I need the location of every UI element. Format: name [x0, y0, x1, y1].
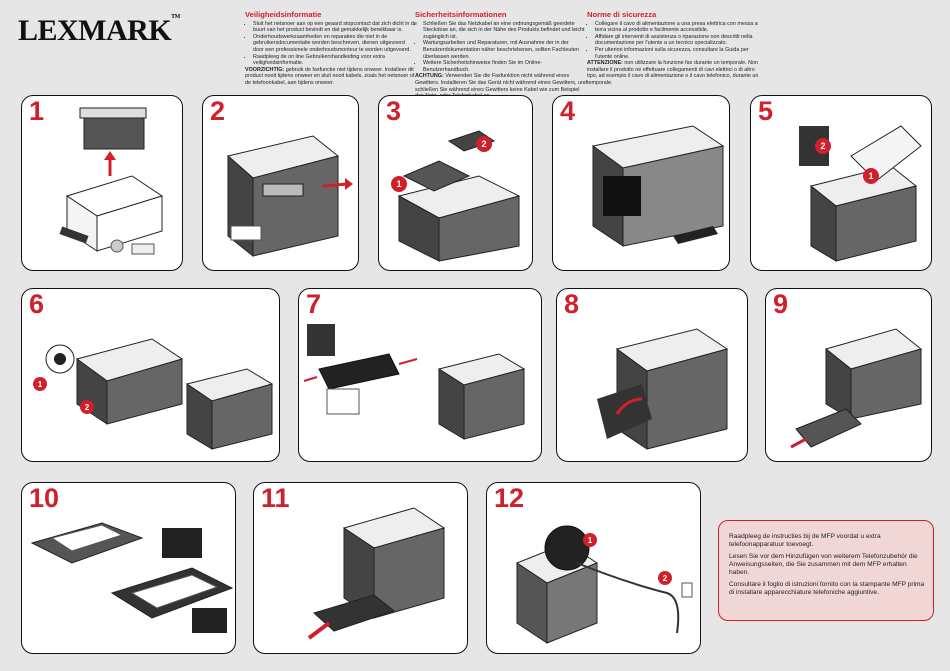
step-panel-9: 9 [765, 288, 932, 462]
attach-adf-tray-illustration: 1 2 [391, 130, 521, 262]
step-panel-2: 2 [202, 95, 359, 271]
safety-warning-text: gebruik de faxfunctie niet tijdens onwee… [245, 66, 415, 86]
callout-label: 1 [396, 179, 401, 189]
step-panel-5: 2 1 5 [750, 95, 932, 271]
insert-tray-illustration [307, 507, 446, 640]
safety-bullet: Schließen Sie das Netzkabel an eine ordn… [423, 21, 587, 41]
safety-bullet: Collegare il cavo di alimentazione a una… [595, 21, 759, 34]
callout-2-icon [476, 136, 492, 152]
step-panel-10: 10 [21, 482, 236, 654]
step-number: 1 [29, 96, 45, 126]
callout-label: 1 [38, 380, 43, 389]
step-number: 3 [386, 96, 402, 126]
unlock-scanner-illustration: 2 1 [799, 125, 922, 262]
callout-2-icon [815, 138, 831, 154]
safety-warning-label: ACHTUNG: [415, 73, 444, 80]
connect-cables-illustration: 1 2 [515, 525, 693, 644]
step-number: 9 [773, 289, 789, 319]
safety-title: Norme di sicurezza [587, 10, 657, 19]
step-panel-4: 4 [552, 95, 730, 271]
notice-dutch: Raadpleeg de instructies bij de MFP voor… [729, 533, 881, 548]
step-panel-3: 1 2 3 [378, 95, 533, 271]
notice-german: Lesen Sie vor dem Hinzufügen von weitere… [729, 553, 918, 576]
step-number: 10 [29, 483, 60, 513]
step-number: 5 [758, 96, 774, 126]
callout-1-icon [391, 176, 407, 192]
step-panel-1: 1 [21, 95, 183, 271]
load-paper-illustration [30, 522, 234, 633]
safety-info-german: Sicherheitsinformationen Schließen Sie d… [415, 10, 587, 100]
callout-1-icon [33, 377, 47, 391]
safety-bullet: Affidare gli interventi di assistenza o … [595, 34, 759, 47]
callout-1-icon [863, 168, 879, 184]
safety-warning-label: ATTENZIONE: [587, 60, 623, 67]
lexmark-logo: LEXMARKTM [18, 14, 180, 48]
safety-bullet: Weitere Sicherheitshinweise finden Sie i… [423, 60, 587, 73]
callout-label: 1 [868, 171, 873, 181]
step-panel-11: 11 [253, 482, 468, 654]
remove-tape-illustration [591, 125, 725, 247]
unpack-box-illustration [59, 107, 164, 255]
safety-warning-label: VOORZICHTIG: [245, 66, 285, 73]
callout-label: 2 [85, 403, 90, 412]
trademark: TM [171, 14, 180, 20]
callout-2-icon [658, 571, 672, 585]
callout-label: 2 [481, 139, 486, 149]
safety-bullet: Raadpleeg de on line Gebruikershandleidi… [253, 54, 417, 67]
step-number: 7 [306, 289, 322, 319]
callout-2-icon [80, 400, 94, 414]
install-cartridge-illustration [303, 324, 526, 440]
step-number: 12 [494, 483, 525, 513]
safety-info-dutch: Veiligheidsinformatie Sluit het netsnoer… [245, 10, 417, 87]
safety-bullet: Wartungsarbeiten und Reparaturen, mit Au… [423, 40, 587, 60]
callout-label: 2 [663, 574, 668, 583]
pull-out-tray-illustration [790, 328, 923, 449]
step-panel-8: 8 [556, 288, 748, 462]
step-number: 6 [29, 289, 45, 319]
safety-bullet: Onderhoudswerkzaamheden en reparaties di… [253, 34, 417, 54]
notice-italian: Consultare il foglio di istruzioni forni… [729, 581, 925, 596]
close-front-door-illustration [597, 328, 729, 450]
step-number: 4 [560, 96, 576, 126]
safety-warning-text: non utilizzare la funzione fax durante u… [587, 60, 759, 86]
step-panel-6: 1 2 6 [21, 288, 280, 462]
callout-label: 1 [588, 536, 593, 545]
logo-text: LEXMARK [18, 14, 172, 47]
callout-1-icon [583, 533, 597, 547]
telephone-notice-box: Raadpleeg de instructies bij de MFP voor… [718, 520, 934, 621]
open-front-door-illustration: 1 2 [33, 338, 274, 450]
step-number: 2 [210, 96, 226, 126]
step-panel-7: 7 [298, 288, 542, 462]
callout-label: 2 [820, 141, 825, 151]
step-panel-12: 1 2 12 [486, 482, 701, 654]
step-number: 11 [261, 483, 290, 513]
safety-title: Veiligheidsinformatie [245, 10, 322, 19]
safety-bullet: Sluit het netsnoer aan op een geaard sto… [253, 21, 417, 34]
remove-packing-illustration [226, 135, 353, 258]
step-number: 8 [564, 289, 580, 319]
safety-bullet: Per ulteriori informazioni sulla sicurez… [595, 47, 759, 60]
safety-info-italian: Norme di sicurezza Collegare il cavo di … [587, 10, 759, 87]
safety-title: Sicherheitsinformationen [415, 10, 507, 19]
